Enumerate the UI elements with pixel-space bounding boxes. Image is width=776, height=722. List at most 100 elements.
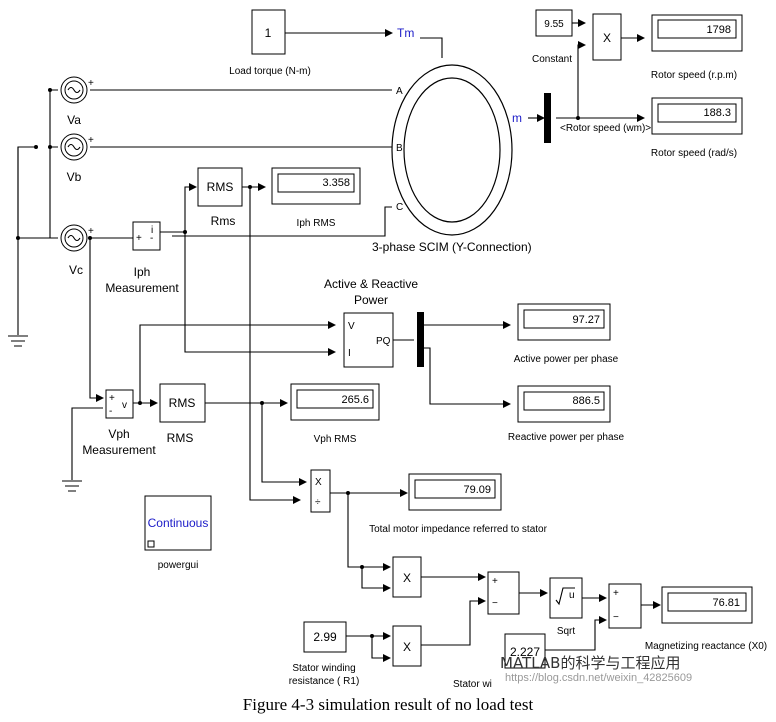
powergui-text: Continuous xyxy=(148,516,209,530)
subtract-block-2[interactable]: + − xyxy=(608,583,642,629)
impedance-display: 79.09 xyxy=(408,473,502,511)
vph-port-label: v xyxy=(122,400,127,411)
motor-label: 3-phase SCIM (Y-Connection) xyxy=(372,240,532,254)
rms-current-block[interactable]: RMS xyxy=(197,167,243,207)
svg-text:+: + xyxy=(613,588,619,599)
bus-selector-label: <Rotor speed (wm)> xyxy=(560,123,651,134)
r1-constant-block[interactable]: 2.99 xyxy=(303,621,347,653)
vph-label: Vph xyxy=(108,427,129,441)
sqrt-symbol: u xyxy=(569,590,575,601)
motor-port-a: A xyxy=(396,86,403,97)
rotor-product-block[interactable]: X xyxy=(592,13,622,61)
impedance-label: Total motor impedance referred to stator xyxy=(369,524,548,535)
svg-text:+: + xyxy=(88,78,94,89)
xm-value: 76.81 xyxy=(712,597,740,609)
xm-label: Magnetizing reactance (X0) xyxy=(645,641,767,652)
wires xyxy=(17,19,661,662)
active-power-value: 97.27 xyxy=(572,314,600,326)
load-torque-label: Load torque (N-m) xyxy=(229,66,311,77)
demux[interactable] xyxy=(417,312,424,367)
iph-rms-display: 3.358 xyxy=(271,167,361,205)
reactive-power-label: Reactive power per phase xyxy=(508,432,625,443)
sqrt-label: Sqrt xyxy=(557,626,576,637)
svg-text:−: − xyxy=(492,598,498,609)
svg-text:+: + xyxy=(136,233,142,244)
divide-div-symbol: ÷ xyxy=(315,497,321,508)
constant-value: 9.55 xyxy=(544,19,564,30)
r1-square-product[interactable]: X xyxy=(392,625,422,667)
junction-dots xyxy=(16,88,580,638)
power-block[interactable]: V I PQ xyxy=(343,312,394,368)
impedance-value: 79.09 xyxy=(463,484,491,496)
source-vb-label: Vb xyxy=(67,170,82,184)
rotor-rpm-label: Rotor speed (r.p.m) xyxy=(651,70,737,81)
iph-label: Iph xyxy=(134,265,151,279)
power-port-i: I xyxy=(348,348,351,359)
subtract-block-1[interactable]: + − xyxy=(487,571,520,615)
source-va-label: Va xyxy=(67,113,81,127)
rms-voltage-label: RMS xyxy=(167,431,194,445)
r1-label-1: Stator winding xyxy=(292,663,355,674)
vph-rms-label: Vph RMS xyxy=(314,434,357,445)
iph-measurement-block[interactable]: + - i xyxy=(132,221,161,251)
svg-text:-: - xyxy=(109,406,112,417)
svg-text:-: - xyxy=(150,233,153,244)
x1-constant-block[interactable]: 2.227 xyxy=(504,633,546,669)
svg-text:+: + xyxy=(109,393,115,404)
power-port-pq: PQ xyxy=(376,336,391,347)
powergui-block[interactable]: Continuous xyxy=(144,495,212,551)
load-torque-value: 1 xyxy=(265,26,272,40)
vph-measurement-block[interactable]: + - v xyxy=(105,389,134,419)
power-port-v: V xyxy=(348,321,355,332)
impedance-square-symbol: X xyxy=(403,571,411,585)
load-torque-block[interactable]: 1 xyxy=(251,9,286,55)
motor-port-c: C xyxy=(396,202,403,213)
source-vc[interactable]: + xyxy=(60,224,94,252)
vph-measurement-label: Measurement xyxy=(82,443,156,457)
source-vb[interactable]: + xyxy=(60,133,94,161)
r1-square-symbol: X xyxy=(403,640,411,654)
svg-text:−: − xyxy=(613,612,619,623)
svg-text:+: + xyxy=(88,135,94,146)
bus-selector[interactable] xyxy=(544,93,551,143)
active-power-display: 97.27 xyxy=(517,303,611,341)
rms-current-label: Rms xyxy=(211,214,236,228)
iph-rms-label: Iph RMS xyxy=(297,218,336,229)
rms-current-text: RMS xyxy=(207,180,234,194)
svg-text:+: + xyxy=(88,226,94,237)
constant-block[interactable]: 9.55 xyxy=(535,9,573,37)
reactive-power-value: 886.5 xyxy=(572,395,600,407)
source-vc-label: Vc xyxy=(69,263,83,277)
reactive-power-display: 886.5 xyxy=(517,385,611,423)
watermark: MATLAB的科学与工程应用 xyxy=(500,654,681,672)
vph-rms-display: 265.6 xyxy=(290,383,380,421)
motor-block[interactable] xyxy=(391,64,513,236)
vph-rms-value: 265.6 xyxy=(341,394,369,406)
rms-voltage-block[interactable]: RMS xyxy=(159,383,206,423)
active-power-label: Active power per phase xyxy=(514,354,619,365)
impedance-square-product[interactable]: X xyxy=(392,556,422,598)
motor-port-m: m xyxy=(512,111,522,125)
sqrt-block[interactable]: u xyxy=(549,577,583,619)
rotor-rads-value: 188.3 xyxy=(703,107,731,119)
x1-label: Stator wi xyxy=(453,679,492,690)
r1-label-2: resistance ( R1) xyxy=(289,676,360,687)
iph-port-label: i xyxy=(151,225,153,236)
source-va[interactable]: + xyxy=(60,76,94,104)
constant-label: Constant xyxy=(532,54,572,65)
divide-block[interactable]: X ÷ xyxy=(310,469,331,513)
rotor-product-symbol: X xyxy=(603,31,611,45)
figure-caption: Figure 4-3 simulation result of no load … xyxy=(242,695,534,714)
rotor-rads-label: Rotor speed (rad/s) xyxy=(651,148,737,159)
svg-text:+: + xyxy=(492,576,498,587)
power-title-2: Power xyxy=(354,293,388,307)
rotor-rpm-display: 1798 xyxy=(651,14,743,52)
r1-value: 2.99 xyxy=(313,630,337,644)
rms-voltage-text: RMS xyxy=(169,396,196,410)
divide-mul-symbol: X xyxy=(315,477,322,488)
ground-symbols xyxy=(8,315,82,492)
rotor-rads-display: 188.3 xyxy=(651,97,743,135)
x1-value: 2.227 xyxy=(510,645,540,659)
watermark-url: https://blog.csdn.net/weixin_42825609 xyxy=(505,672,693,684)
